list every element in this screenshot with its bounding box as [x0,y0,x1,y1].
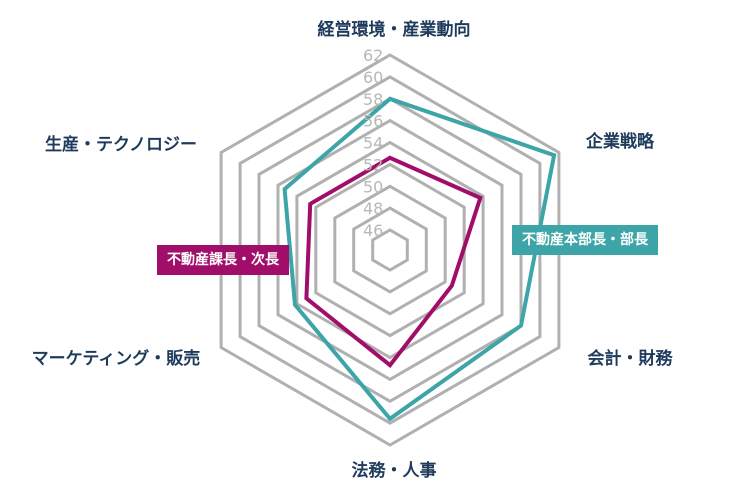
grid-ring [276,118,504,382]
axis-label: 会計・財務 [588,348,674,369]
series-label-section-manager: 不動産課長・次長 [157,245,289,275]
radar-grid [219,53,561,447]
axis-label: マーケティング・販売 [32,348,201,369]
grid-ring [352,206,428,294]
tick-label: 46 [363,221,383,240]
axis-label: 経営環境・産業動向 [318,19,471,40]
series-line-1 [304,155,483,369]
grid-ring [238,75,542,425]
axis-label: 企業戦略 [585,131,655,152]
tick-label: 48 [363,199,383,218]
grid-ring [295,140,485,360]
grid-ring [371,228,409,272]
grid-ring [314,162,466,338]
tick-label: 58 [363,90,383,109]
grid-ring [257,97,523,404]
grid-ring [333,184,447,316]
axis-label: 法務・人事 [352,460,437,481]
tick-label: 56 [363,112,383,131]
tick-label: 54 [363,134,383,153]
radar-series [282,96,557,422]
tick-label: 60 [363,68,383,87]
series-label-department-head: 不動産本部長・部長 [512,225,658,255]
tick-label: 50 [363,177,383,196]
series-line-0 [282,96,557,422]
radial-tick-labels: 46 48 50 52 54 56 58 60 62 [363,46,383,240]
tick-label: 62 [363,46,383,65]
grid-ring [219,53,561,447]
tick-label: 52 [363,155,383,174]
axis-label: 生産・テクノロジー [45,134,197,155]
